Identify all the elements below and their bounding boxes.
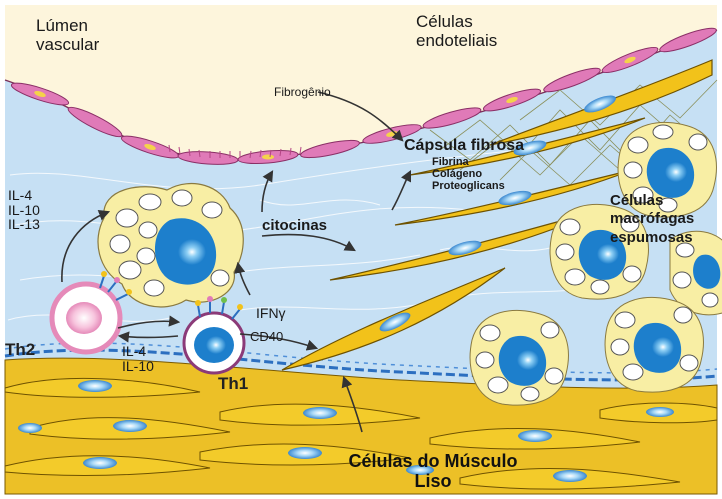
label-th1: Th1 [218,374,248,393]
label-fibrin: Fibrina [432,156,505,168]
label-cytokines: citocinas [262,218,327,235]
label-il13: IL-13 [8,217,40,232]
label-il10-lower: IL-10 [122,359,154,374]
label-il4-lower: IL-4 [122,344,154,359]
label-il10: IL-10 [8,203,40,218]
label-lumen: Lúmen vascular [36,16,99,54]
label-foam-line3: espumosas [610,229,694,247]
label-th2-cytokines: IL-4 IL-10 IL-13 [8,188,40,232]
label-foam-line2: macrófagas [610,210,694,228]
label-th1-th2-cytokines: IL-4 IL-10 [122,344,154,373]
label-fibrous-cap: Cápsula fibrosa [404,137,524,155]
label-il4: IL-4 [8,188,40,203]
label-endothelial-cells: Células endoteliais [416,12,497,50]
label-smc-line1: Células do Músculo [313,452,553,472]
label-lumen-line1: Lúmen [36,16,99,35]
label-lumen-line2: vascular [36,35,99,54]
label-th2: Th2 [5,340,35,359]
label-fibrinogen: Fibrogênio [274,86,331,99]
label-ifn-gamma: IFNγ [256,306,286,322]
label-foam-cells: Células macrófagas espumosas [610,192,694,247]
label-collagen: Colágeno [432,168,505,180]
label-endothelial-line1: Células [416,12,497,31]
label-cap-components: Fibrina Colágeno Proteoglicans [432,156,505,192]
label-smooth-muscle-cells: Células do Músculo Liso [313,452,553,492]
label-proteoglycans: Proteoglicans [432,180,505,192]
label-endothelial-line2: endoteliais [416,31,497,50]
label-foam-line1: Células [610,192,694,210]
label-cd40: CD40 [250,330,283,345]
label-smc-line2: Liso [313,472,553,492]
